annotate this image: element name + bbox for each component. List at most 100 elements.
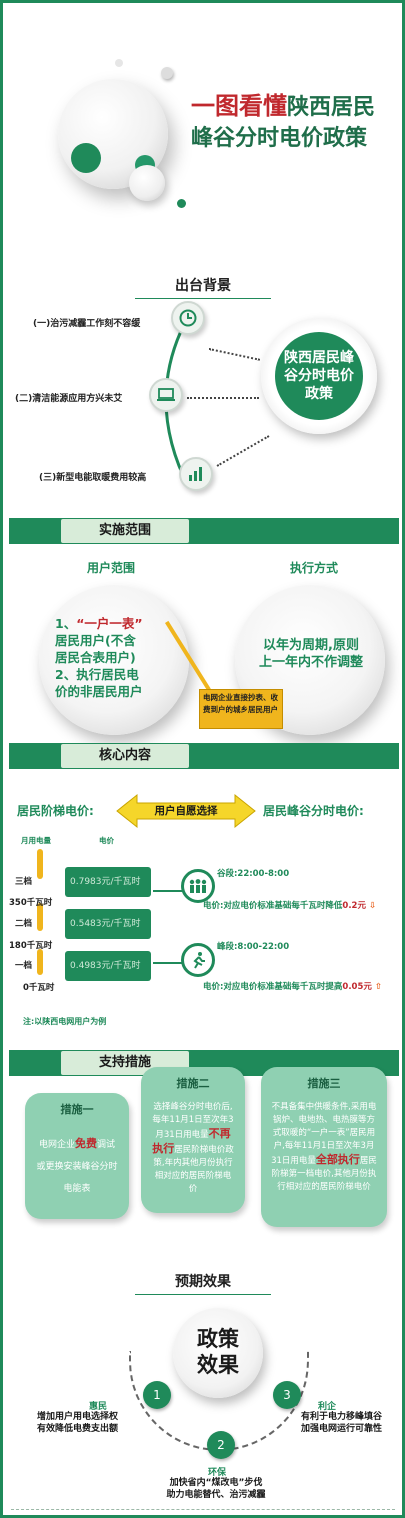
effect-number: 1 [143, 1381, 171, 1409]
measure-card-1: 措施一 电网企业免费调试或更换安装峰谷分时电能表 [25, 1093, 129, 1219]
running-icon [181, 943, 215, 977]
period-connector [153, 890, 183, 964]
section-title: 出台背景 [135, 275, 271, 299]
effect-desc-line: 增加用户用电选择权 [37, 1412, 119, 1422]
measure-card-2: 措施二 选择峰谷分时电价后,每年11月1日至次年3月31日用电量不再执行居民阶梯… [141, 1067, 245, 1213]
effect-desc-line: 加快省内“煤改电”步伐 [169, 1478, 263, 1488]
user-scope-text: 1、“一户一表” 居民用户(不含 居民合表用户) 2、执行居民电 价的非居民用户 [55, 615, 183, 700]
peak-price: 电价:对应电价标准基础每千瓦时提高0.05元 ⇧ [203, 980, 382, 992]
tier-price: 0.5483元/千瓦时 [65, 909, 151, 939]
usage-column-label: 月用电量 [21, 836, 51, 845]
card-title: 措施三 [307, 1077, 341, 1090]
bar-chart-icon [179, 457, 213, 491]
decor-dot [71, 143, 101, 173]
effect-desc-line: 有效降低电费支出额 [37, 1424, 119, 1434]
tier-threshold: 350千瓦时 [9, 898, 53, 908]
card-text: 居民阶梯第一档电价,其他月份执行相对应的居民阶梯电价 [271, 1156, 377, 1192]
section-title: 支持措施 [61, 1051, 189, 1075]
section-title: 核心内容 [61, 744, 189, 768]
tou-price-title: 居民峰谷分时电价: [263, 804, 364, 818]
section-title: 预期效果 [135, 1271, 271, 1295]
card-text: 调试或更换安装峰谷分时电能表 [36, 1140, 118, 1194]
effect-desc-line: 助力电能替代、治污减霾 [166, 1490, 266, 1500]
effects-center-line: 效果 [197, 1353, 239, 1377]
background-item-1: (一)治污减霾工作刻不容缓 [33, 319, 141, 329]
tier-threshold: 180千瓦时 [9, 941, 53, 951]
title-part: 陕西居民 [287, 95, 376, 120]
user-scope-disc [39, 585, 189, 735]
choice-arrow: 用户自愿选择 [115, 793, 257, 829]
valley-period: 谷段:22:00-8:00 [217, 869, 290, 879]
valley-price: 电价:对应电价标准基础每千瓦时降低0.2元 ⇩ [203, 899, 376, 911]
tiered-price-title: 居民阶梯电价: [17, 804, 94, 818]
core-note: 注:以陕西电网用户为例 [23, 1017, 107, 1026]
title-line2: 峰谷分时电价政策 [191, 126, 368, 151]
effects-header: 预期效果 [3, 1271, 402, 1295]
effect-title: 环保 [208, 1468, 227, 1478]
card-body: 不具备集中供暖条件,采用电锅炉、电地热、电热膜等方式取暖的“一户一表”居民用户,… [271, 1101, 377, 1194]
effect-title: 惠民 [89, 1402, 108, 1412]
scope-line: 价的非居民用户 [55, 684, 143, 699]
laptop-icon [149, 378, 183, 412]
card-title: 措施二 [176, 1077, 210, 1090]
card-title: 措施一 [60, 1103, 94, 1116]
effect-desc: 加快省内“煤改电”步伐 助力电能替代、治污减霾 [151, 1477, 281, 1501]
page-title: 一图看懂陕西居民 峰谷分时电价政策 [191, 91, 391, 154]
effects-center: 政策 效果 [173, 1308, 263, 1398]
scope-band: 实施范围 [9, 518, 399, 544]
scope-line: 1、 [55, 616, 77, 631]
valley-price-text: 电价:对应电价标准基础每千瓦时降低 [203, 901, 343, 911]
hero-section: 一图看懂陕西居民 峰谷分时电价政策 [3, 3, 402, 253]
decor-dot [177, 199, 186, 208]
title-highlight: 一图看懂 [191, 92, 287, 120]
tier-bar [37, 849, 43, 879]
card-text: 选择峰谷分时电价后,每年11月1日至次年3月31日用电量 [152, 1102, 234, 1140]
card-body: 选择峰谷分时电价后,每年11月1日至次年3月31日用电量不再执行居民阶梯电价政策… [151, 1101, 235, 1196]
effect-desc-line: 有利于电力移峰填谷 [301, 1412, 383, 1422]
scope-line: 2、执行居民电 [55, 667, 139, 682]
tier-level: 一档 [15, 961, 33, 971]
background-item-2: (二)清洁能源应用方兴未艾 [15, 394, 123, 404]
choice-label: 用户自愿选择 [154, 805, 218, 817]
clock-icon [171, 301, 205, 335]
user-scope-title: 用户范围 [87, 561, 136, 575]
decor-dot [161, 67, 173, 79]
method-title: 执行方式 [290, 561, 339, 575]
effect-desc-line: 加强电网运行可靠性 [301, 1424, 383, 1434]
scope-highlight: “一户一表” [76, 616, 143, 631]
scope-line: 居民合表用户) [55, 650, 136, 665]
peak-period: 峰段:8:00-22:00 [217, 942, 290, 952]
background-item-3: (三)新型电能取暖费用较高 [39, 473, 147, 483]
measure-card-3: 措施三 不具备集中供暖条件,采用电锅炉、电地热、电热膜等方式取暖的“一户一表”居… [261, 1067, 387, 1227]
card-body: 电网企业免费调试或更换安装峰谷分时电能表 [35, 1133, 119, 1200]
arrow-up-icon: ⇧ [374, 982, 382, 992]
decor-sphere [129, 165, 165, 201]
arrow-down-icon: ⇩ [368, 901, 377, 911]
people-icon [181, 869, 215, 903]
tier-bar [37, 949, 43, 975]
tier-level: 三档 [15, 877, 33, 887]
scope-line: 居民用户(不含 [55, 633, 136, 648]
effect-desc: 增加用户用电选择权 有效降低电费支出额 [37, 1411, 147, 1435]
policy-circle: 陕西居民峰谷分时电价政策 [261, 318, 377, 434]
tier-level: 二档 [15, 919, 33, 929]
card-highlight: 全部执行 [315, 1153, 360, 1166]
scope-note: 电网企业直接抄表、收费到户的城乡居民用户 [199, 689, 283, 729]
section-title: 实施范围 [61, 519, 189, 543]
connector-dots [187, 397, 259, 399]
policy-circle-text: 陕西居民峰谷分时电价政策 [275, 332, 363, 420]
footer-divider [11, 1509, 395, 1510]
card-text: 居民阶梯电价政策,年内其他月份执行相对应的居民阶梯电价 [153, 1145, 234, 1194]
card-text: 不具备集中供暖条件,采用电锅炉、电地热、电热膜等方式取暖的“一户一表”居民用户,… [271, 1102, 377, 1166]
peak-price-text: 电价:对应电价标准基础每千瓦时提高 [203, 982, 343, 992]
effect-number: 2 [207, 1431, 235, 1459]
card-highlight: 不再执行 [152, 1127, 231, 1155]
tier-threshold: 0千瓦时 [23, 983, 55, 993]
core-band: 核心内容 [9, 743, 399, 769]
price-column-label: 电价 [99, 836, 114, 845]
effect-number: 3 [273, 1381, 301, 1409]
valley-change: 0.2元 [342, 901, 366, 911]
tier-price: 0.7983元/千瓦时 [65, 867, 151, 897]
effects-center-line: 政策 [197, 1327, 239, 1351]
